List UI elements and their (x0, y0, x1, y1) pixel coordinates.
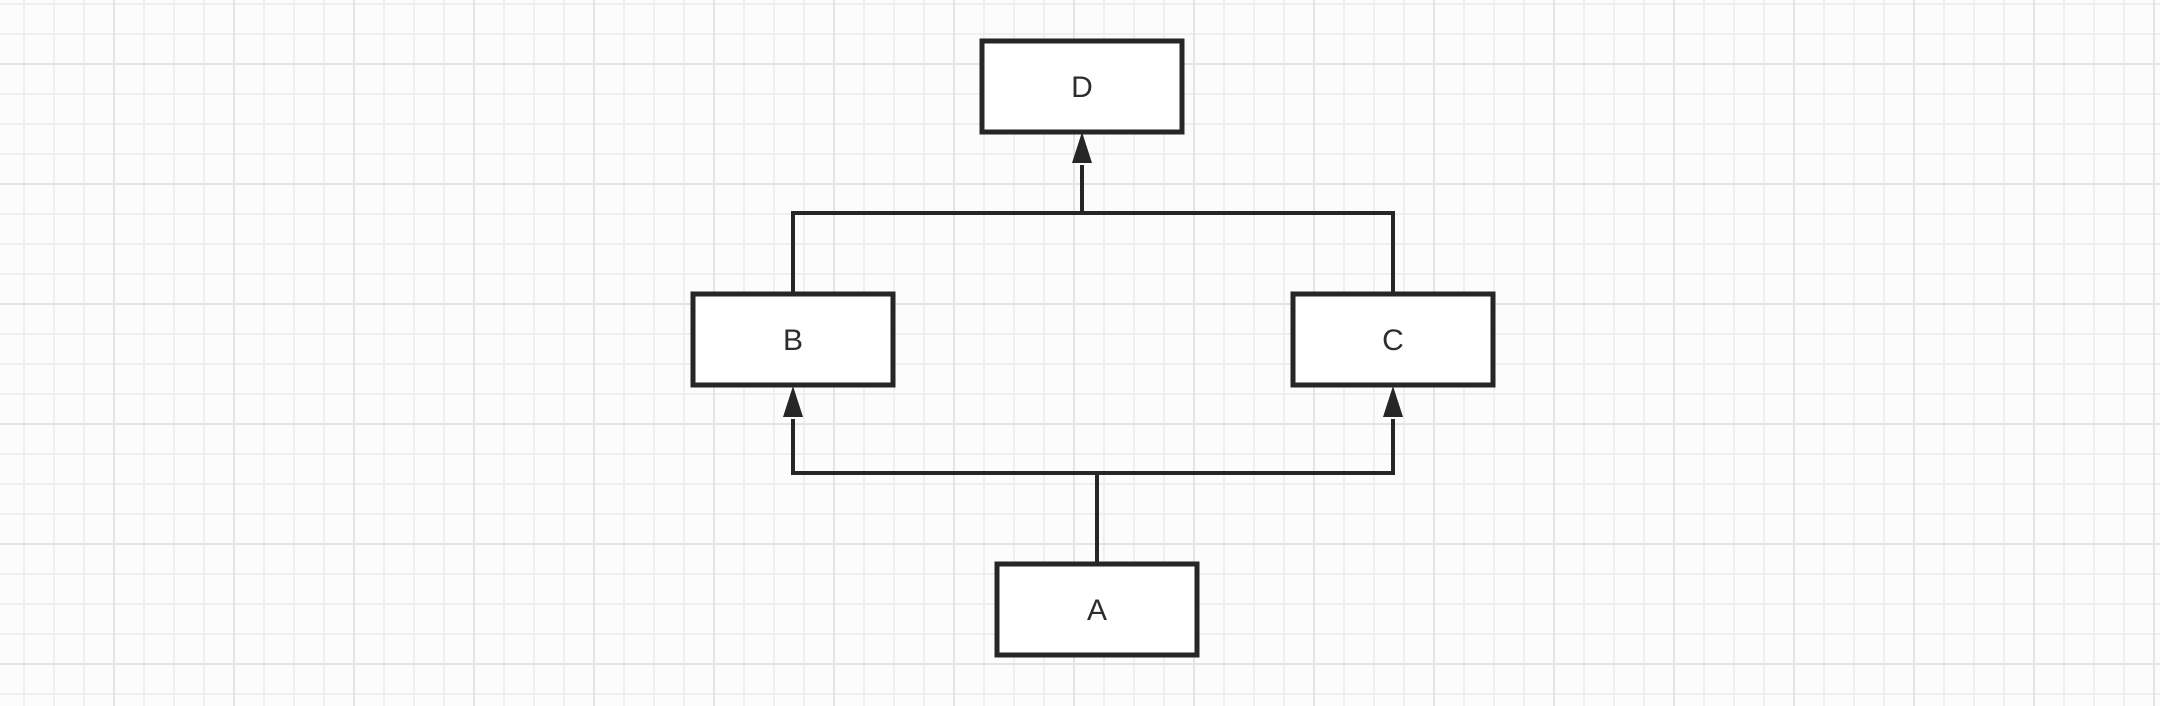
edge-b-d-path[interactable] (791, 165, 1084, 294)
arrowhead-up-icon (1072, 132, 1092, 163)
edge-a-c[interactable] (1095, 386, 1403, 564)
node-a-shape[interactable] (994, 561, 1200, 658)
edge-b-d[interactable] (791, 132, 1092, 294)
node-d[interactable]: D (979, 38, 1185, 135)
node-d-label: D (1071, 71, 1093, 104)
node-b[interactable]: B (690, 291, 896, 388)
node-b-shape[interactable] (690, 291, 896, 388)
node-c[interactable]: C (1290, 291, 1496, 388)
edge-c-d[interactable] (1082, 211, 1395, 294)
edge-c-d-path[interactable] (1082, 211, 1395, 294)
node-b-label: B (783, 324, 803, 357)
edge-a-c-path[interactable] (1095, 419, 1395, 564)
edge-a-b-path[interactable] (791, 419, 1099, 564)
node-a[interactable]: A (994, 561, 1200, 658)
node-a-label: A (1087, 594, 1107, 627)
arrowhead-up-icon (1383, 386, 1403, 417)
arrowhead-up-icon (783, 386, 803, 417)
node-c-label: C (1382, 324, 1404, 357)
node-d-shape[interactable] (979, 38, 1185, 135)
node-c-shape[interactable] (1290, 291, 1496, 388)
edge-a-b[interactable] (783, 386, 1099, 564)
